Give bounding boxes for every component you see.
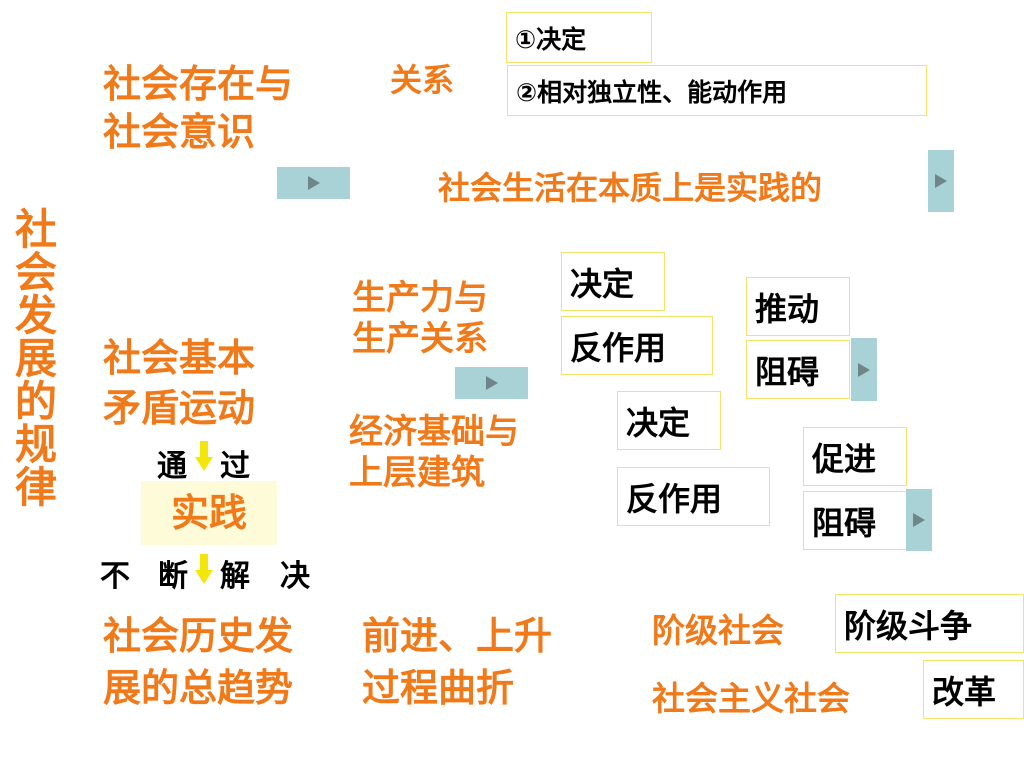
- class-struggle-box: 阶级斗争: [835, 594, 1024, 653]
- side-title-char: 律: [14, 463, 57, 512]
- play-button[interactable]: [851, 338, 877, 401]
- resolve-char: 不: [100, 559, 130, 594]
- trend-line: 过程曲折: [362, 666, 515, 710]
- section2-title: 社会基本 矛盾运动: [103, 333, 255, 433]
- play-button[interactable]: [455, 367, 528, 399]
- side-title-char: 社: [14, 205, 57, 254]
- economic-base-label: 经济基础与 上层建筑: [349, 412, 519, 494]
- label-line: 上层建筑: [349, 453, 485, 493]
- relation-label: 关系: [390, 61, 455, 99]
- reform-box: 改革: [923, 660, 1024, 719]
- trend-text: 前进、上升 过程曲折: [362, 610, 552, 714]
- decide-box: ①决定: [506, 12, 652, 63]
- react-box: 反作用: [561, 316, 713, 375]
- section2-title-line: 矛盾运动: [103, 386, 256, 430]
- section1-title-line: 社会意识: [103, 110, 256, 154]
- hinder-box: 阻碍: [746, 340, 850, 399]
- side-title-char: 会: [14, 248, 57, 297]
- section1-title-line: 社会存在与: [103, 62, 294, 106]
- react-box: 反作用: [617, 467, 770, 526]
- play-icon: [935, 174, 947, 188]
- section3-title: 社会历史发 展的总趋势: [103, 610, 293, 714]
- play-button[interactable]: [928, 150, 954, 212]
- down-arrow-icon: [195, 554, 213, 584]
- play-icon: [913, 513, 925, 527]
- side-title-char: 规: [14, 420, 57, 469]
- independence-box: ②相对独立性、能动作用: [507, 65, 927, 116]
- section3-title-line: 展的总趋势: [103, 666, 294, 710]
- side-title-char: 的: [14, 377, 57, 426]
- through-char: 过: [220, 449, 250, 484]
- label-line: 经济基础与: [349, 412, 519, 452]
- section3-title-line: 社会历史发: [103, 614, 294, 658]
- resolve-char: 解: [220, 559, 250, 594]
- decide-box: 决定: [617, 391, 721, 450]
- promote-box: 促进: [803, 427, 907, 486]
- play-icon: [485, 376, 498, 390]
- label-line: 生产关系: [352, 319, 488, 359]
- practice-label: 实践: [141, 481, 277, 545]
- label-line: 生产力与: [352, 278, 488, 318]
- decide-box: 决定: [561, 252, 665, 311]
- through-char: 通: [157, 449, 187, 484]
- side-title-char: 发: [14, 291, 57, 340]
- class-society-label: 阶级社会: [652, 611, 784, 650]
- play-icon: [858, 362, 870, 377]
- section1-title: 社会存在与 社会意识: [103, 60, 293, 156]
- resolve-char: 决: [280, 559, 310, 594]
- resolve-char: 断: [158, 559, 188, 594]
- side-title-char: 展: [14, 334, 57, 383]
- hinder-box: 阻碍: [803, 491, 907, 550]
- productive-forces-label: 生产力与 生产关系: [352, 278, 488, 360]
- section2-title-line: 社会基本: [103, 336, 256, 380]
- play-button[interactable]: [906, 489, 932, 551]
- play-icon: [307, 176, 320, 190]
- trend-line: 前进、上升: [362, 614, 553, 658]
- socialist-society-label: 社会主义社会: [652, 679, 850, 718]
- down-arrow-icon: [195, 441, 213, 471]
- play-button[interactable]: [277, 167, 350, 199]
- push-box: 推动: [746, 277, 850, 336]
- practice-note: 社会生活在本质上是实践的: [438, 169, 823, 207]
- side-title: 社 会 发 展 的 规 律: [12, 208, 60, 509]
